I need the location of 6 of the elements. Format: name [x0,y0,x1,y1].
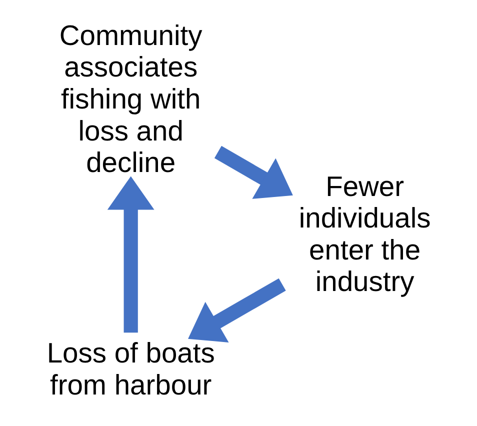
node-text: Community associates fishing with loss and decline [58,18,202,178]
node-text: Fewer individuals enter the industry [298,170,430,298]
arrow [214,146,292,199]
node-text: Loss of boats from harbour [46,336,214,401]
arrow [106,176,154,333]
arrow [188,278,286,342]
